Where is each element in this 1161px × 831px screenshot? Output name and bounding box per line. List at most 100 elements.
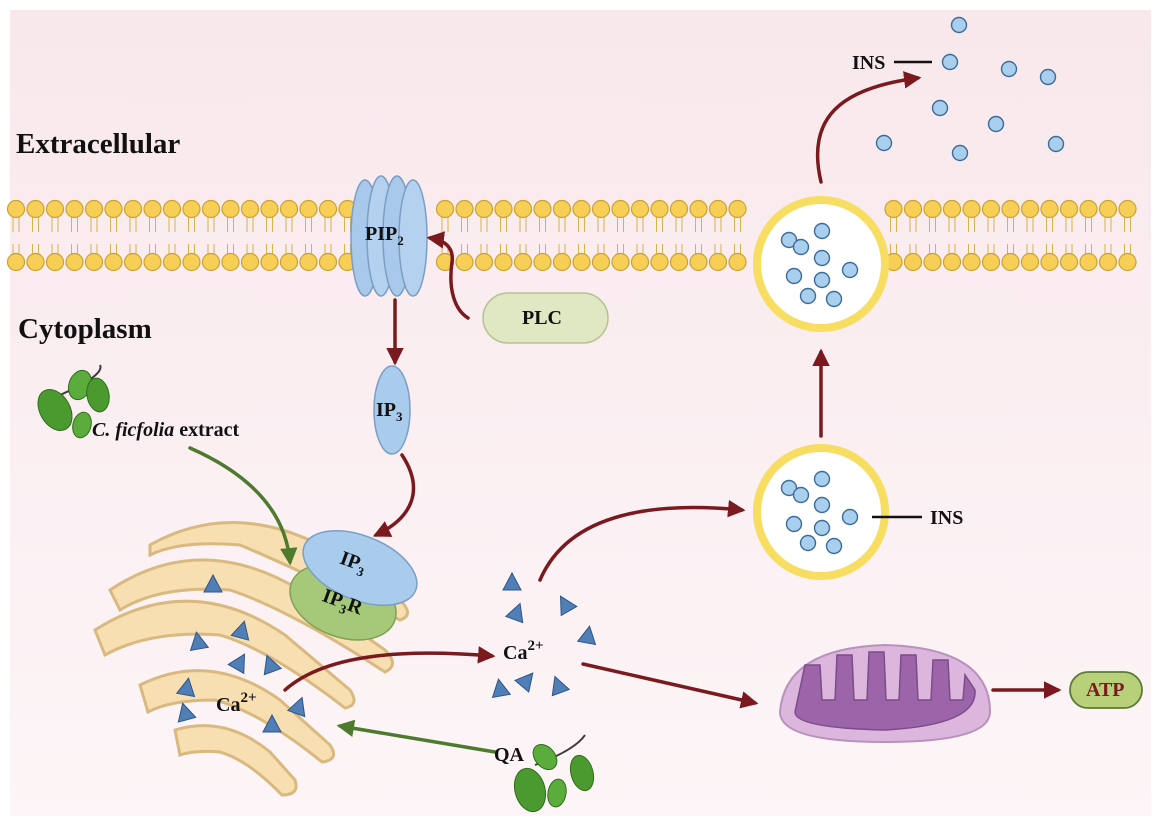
- mitochondrion-icon: [778, 643, 992, 744]
- lipid-head: [45, 252, 65, 272]
- lipid-head: [123, 252, 143, 272]
- lipid-head: [611, 252, 630, 272]
- plasma-membrane: [6, 199, 1137, 272]
- lipid-head: [981, 199, 1001, 219]
- insulin-granule: [785, 515, 803, 533]
- lipid-tail: [129, 216, 137, 255]
- lipid-tail: [695, 216, 702, 255]
- lipid-tail: [500, 216, 507, 255]
- lipid-head: [650, 199, 669, 219]
- insulin-granule: [792, 486, 810, 504]
- lipid-tail: [1007, 216, 1014, 255]
- lipid-head: [903, 199, 923, 219]
- insulin-granule: [825, 537, 843, 555]
- lipid-head: [162, 252, 182, 272]
- lipid-head: [182, 199, 201, 219]
- lipid-tail: [1046, 216, 1053, 255]
- region-cytoplasm-label: Cytoplasm: [18, 313, 152, 345]
- lipid-head: [669, 199, 689, 219]
- lipid-head: [318, 252, 338, 272]
- lipid-tail: [12, 216, 20, 255]
- lipid-tail: [909, 216, 917, 255]
- lipid-tail: [285, 216, 293, 255]
- extract-word: extract: [179, 419, 240, 441]
- ip3-free-shape: [373, 365, 411, 455]
- lipid-head: [1118, 199, 1137, 219]
- pip2-channel-icon: [350, 175, 428, 297]
- arrow-insulin-secretion: [815, 71, 922, 184]
- lipid-head: [630, 252, 650, 272]
- lipid-head: [182, 252, 201, 272]
- lipid-head: [1059, 252, 1079, 272]
- lipid-head: [6, 199, 26, 219]
- insulin-granule: [799, 534, 817, 552]
- lipid-tail: [246, 216, 254, 255]
- lipid-tail: [32, 216, 39, 255]
- extract-label: C. ficfolia extract: [92, 420, 239, 440]
- lipid-head: [1059, 199, 1079, 219]
- lipid-head: [123, 199, 143, 219]
- insulin-granule: [792, 238, 810, 256]
- calcium-ion-triangle-icon: [175, 571, 597, 733]
- insulin-granule: [813, 470, 831, 488]
- lipid-head: [260, 199, 279, 219]
- calcium-ion: [286, 696, 306, 718]
- lipid-tail: [461, 216, 468, 255]
- lipid-tail: [636, 216, 644, 255]
- lipid-head: [84, 199, 104, 219]
- plc-label: PLC: [522, 307, 562, 329]
- calcium-cytosol-sup: 2+: [527, 638, 544, 654]
- insulin-granule: [875, 134, 893, 152]
- lipid-tail: [1104, 216, 1112, 255]
- region-extracellular-label: Extracellular: [16, 128, 181, 160]
- lipid-head: [474, 199, 494, 219]
- lipid-tail: [987, 216, 995, 255]
- lipid-tail: [480, 216, 488, 255]
- arrow-qa-to-er: [336, 719, 497, 754]
- lipid-head: [45, 199, 65, 219]
- pip2-label-sub: 2: [397, 233, 404, 248]
- lipid-head: [1079, 252, 1098, 272]
- lipid-head: [279, 252, 299, 272]
- lipid-head: [201, 199, 221, 219]
- lipid-head: [650, 252, 669, 272]
- lipid-tail: [1124, 216, 1131, 255]
- calcium-ion: [491, 678, 512, 699]
- leaf-sprig-icon: [37, 364, 110, 439]
- lipid-head: [162, 199, 182, 219]
- insulin-granule: [950, 16, 968, 34]
- calcium-ion: [559, 595, 578, 617]
- lipid-head: [591, 252, 611, 272]
- lipid-head: [1118, 252, 1137, 272]
- insulin-granule: [813, 271, 831, 289]
- lipid-head: [279, 199, 299, 219]
- calcium-ion: [262, 713, 282, 733]
- calcium-ion: [189, 631, 210, 652]
- insulin-granule: [780, 231, 798, 249]
- lipid-tail: [324, 216, 332, 255]
- lipid-tail: [110, 216, 117, 255]
- insulin-granule: [841, 508, 859, 526]
- lipid-tail: [1065, 216, 1073, 255]
- calcium-er-sup: 2+: [240, 690, 257, 706]
- lipid-head: [1040, 199, 1059, 219]
- lipid-head: [533, 252, 552, 272]
- calcium-ion: [263, 654, 283, 676]
- lipid-head: [884, 199, 903, 219]
- insulin-granule: [785, 267, 803, 285]
- lipid-head: [1098, 199, 1118, 219]
- lipid-head: [26, 199, 45, 219]
- lipid-head: [455, 199, 474, 219]
- lipid-head: [474, 252, 494, 272]
- insulin-granule-icon: [780, 16, 1065, 555]
- lipid-tail: [71, 216, 78, 255]
- lipid-tail: [929, 216, 936, 255]
- lipid-head: [572, 199, 591, 219]
- pip2-label: PIP2: [365, 224, 404, 247]
- calcium-cytosol-label: Ca2+: [503, 639, 544, 664]
- lipid-head: [923, 199, 942, 219]
- lipid-head: [552, 252, 572, 272]
- calcium-ion: [576, 625, 597, 646]
- lipid-head: [669, 252, 689, 272]
- calcium-er-base: Ca: [216, 694, 241, 716]
